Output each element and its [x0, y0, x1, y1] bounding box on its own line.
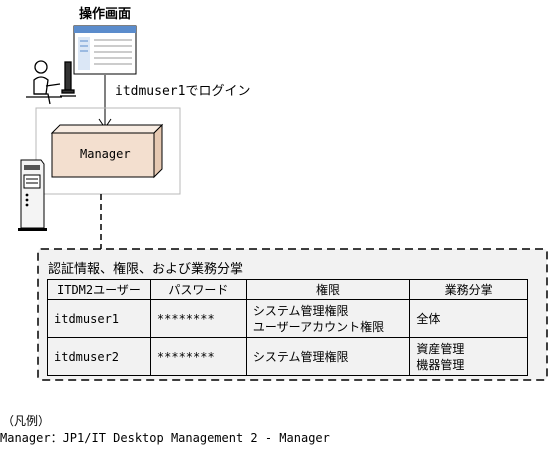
- operation-screen-icon: [73, 25, 137, 75]
- auth-panel-title: 認証情報、権限、および業務分掌: [48, 262, 244, 277]
- user-at-pc-icon: [26, 60, 76, 105]
- legend-title: （凡例）: [2, 414, 51, 428]
- col-header-password: パスワード: [149, 279, 247, 300]
- password-cell: ********: [149, 337, 247, 376]
- user-cell: itdmuser1: [47, 299, 151, 338]
- duty-item: 資産管理: [416, 341, 465, 356]
- duties-cell: 全体: [409, 299, 528, 338]
- table-header-row: ITDM2ユーザー パスワード 権限 業務分掌: [47, 279, 528, 300]
- duty-item: 機器管理: [416, 357, 465, 372]
- duties-cell: 資産管理 機器管理: [409, 337, 528, 376]
- rights-cell: システム管理権限: [245, 337, 411, 376]
- col-header-rights: 権限: [245, 279, 411, 300]
- col-header-user: ITDM2ユーザー: [47, 279, 151, 300]
- rights-cell: システム管理権限 ユーザーアカウント権限: [245, 299, 411, 338]
- screen-label: 操作画面: [79, 7, 132, 22]
- auth-table: ITDM2ユーザー パスワード 権限 業務分掌 itdmuser1 ******…: [47, 279, 528, 376]
- user-cell: itdmuser2: [47, 337, 151, 376]
- server-tower-icon: [18, 159, 47, 231]
- col-header-duties: 業務分掌: [409, 279, 528, 300]
- manager-box: [50, 123, 164, 179]
- server-frame: [35, 107, 181, 195]
- table-row: itdmuser1 ******** システム管理権限 ユーザーアカウント権限 …: [47, 299, 528, 338]
- right-item: システム管理権限: [252, 349, 349, 364]
- duty-item: 全体: [416, 311, 441, 326]
- legend-line: Manager：JP1/IT Desktop Management 2 - Ma…: [0, 431, 330, 445]
- password-cell: ********: [149, 299, 247, 338]
- login-label: itdmuser1でログイン: [115, 84, 251, 99]
- right-item: システム管理権限: [252, 303, 349, 318]
- manager-label: Manager: [80, 147, 131, 161]
- table-row: itdmuser2 ******** システム管理権限 資産管理 機器管理: [47, 337, 528, 376]
- right-item: ユーザーアカウント権限: [252, 319, 385, 334]
